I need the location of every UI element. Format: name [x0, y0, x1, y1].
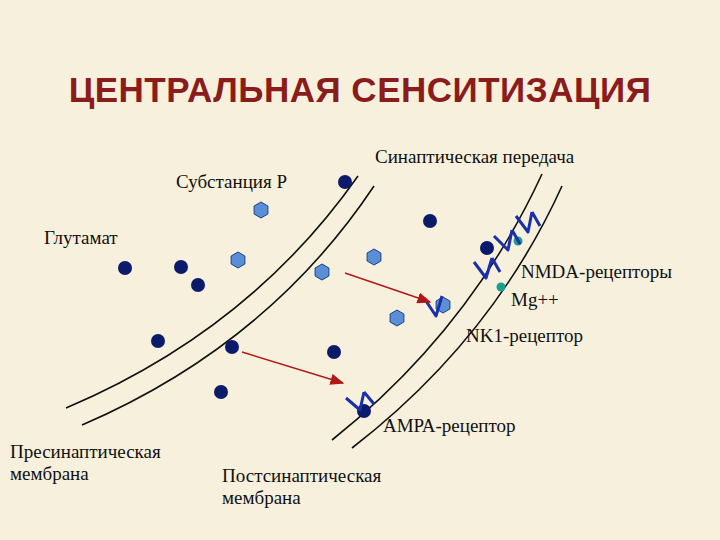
part-label: NK1-рецептор — [466, 325, 583, 347]
part-label: Синаптическая передача — [375, 146, 574, 168]
part-label: Пресинаптическая мембрана — [10, 441, 210, 485]
postsynaptic-membrane — [332, 174, 542, 440]
substance-p-molecule — [254, 202, 268, 218]
part-label: Субстанция Р — [176, 171, 287, 193]
diagram-title: ЦЕНТРАЛЬНАЯ СЕНСИТИЗАЦИЯ — [0, 70, 720, 110]
presynaptic-membrane — [82, 186, 374, 425]
substance-p-molecule — [390, 310, 404, 326]
substance-p-molecule — [315, 264, 329, 280]
part-label: Постсинаптическая мембрана — [222, 465, 427, 509]
part-label: АМРА-рецептор — [383, 415, 516, 437]
substance-p-molecule — [367, 249, 381, 265]
postsynaptic-membrane — [352, 186, 562, 448]
substance-p-molecule — [231, 252, 245, 268]
part-label: NMDA-рецепторы — [521, 261, 672, 283]
part-label: Глутамат — [44, 227, 118, 249]
part-label: Mg++ — [511, 289, 559, 311]
presynaptic-membrane — [66, 176, 358, 408]
